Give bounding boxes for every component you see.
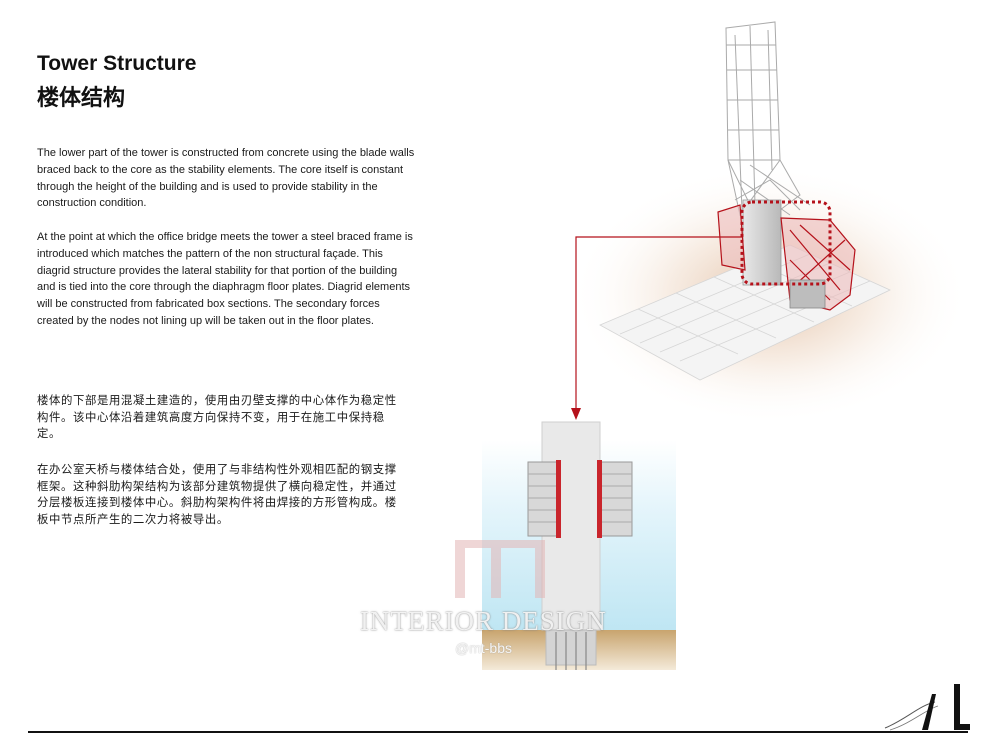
tower-wireframe — [725, 21, 811, 226]
piles — [555, 632, 587, 670]
watermark-logo-mark — [455, 540, 545, 598]
page-title: Tower Structure — [37, 52, 197, 75]
page-title-chinese: 楼体结构 — [37, 86, 126, 111]
callout-arrow — [575, 236, 742, 412]
highlight-box — [740, 200, 832, 286]
brand-logo — [884, 684, 970, 731]
watermark-handle: @mt-bbs — [455, 640, 512, 656]
paragraph-cn-1: 楼体的下部是用混凝土建造的，使用由刃壁支撑的中心体作为稳定性构件。该中心体沿着建… — [37, 393, 397, 440]
left-diagrid-panel — [527, 460, 561, 538]
paragraph-en-1: The lower part of the tower is construct… — [37, 147, 415, 210]
tower-section-elevation — [482, 421, 676, 670]
right-diagrid-panel — [597, 460, 633, 538]
paragraph-en-2: At the point at which the office bridge … — [37, 231, 413, 327]
watermark-text: INTERIOR DESIGN — [360, 606, 607, 636]
bridge-base — [789, 279, 826, 309]
tower-core — [742, 199, 782, 286]
tower-axonometric-illustration — [570, 21, 965, 425]
footer-rule — [28, 731, 968, 733]
paragraph-cn-2: 在办公室天桥与楼体结合处，使用了与非结构性外观相匹配的钢支撑框架。这种斜肋构架结… — [37, 462, 397, 526]
